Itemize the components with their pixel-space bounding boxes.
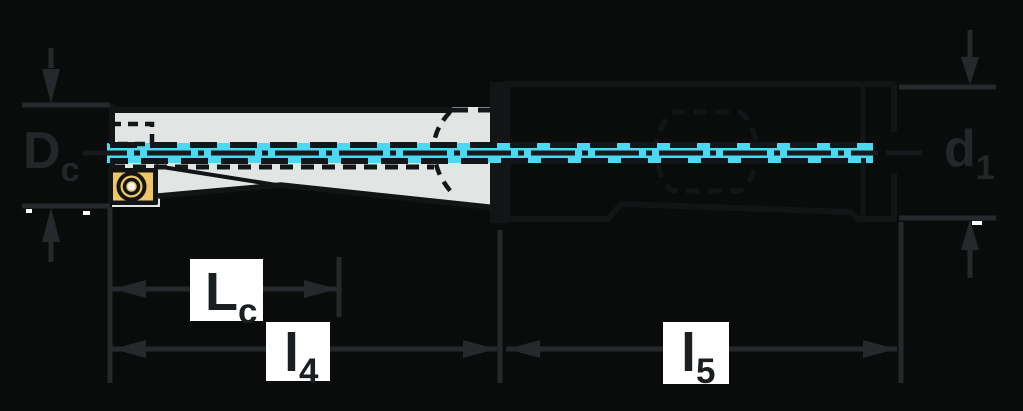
tick-mark [83, 211, 90, 215]
label-d1: d1 [944, 120, 995, 187]
label-lc: Lc [205, 262, 257, 331]
insert-screw-center-icon [127, 182, 136, 191]
dimension-d1: d1 [899, 30, 996, 278]
dimension-dc: Dc [22, 48, 110, 262]
dimension-l5: l5 [506, 222, 904, 391]
label-l4-sub: 4 [299, 352, 319, 391]
dc-bottom-arrow-icon [42, 208, 60, 242]
label-l5-sub: 5 [696, 352, 715, 391]
cutting-insert [108, 168, 158, 205]
l4-left-arrow-icon [113, 340, 146, 358]
l5-right-arrow-icon [863, 340, 896, 358]
label-l4-main: l [284, 323, 299, 383]
label-l5: l5 [681, 323, 715, 391]
tick-mark [972, 221, 982, 225]
shank-body [504, 81, 897, 222]
lc-left-arrow-icon [113, 280, 146, 298]
d1-top-arrow-icon [961, 57, 979, 85]
pocket-hidden-outline [108, 121, 155, 147]
l4-label-box [266, 322, 330, 381]
label-lc-sub: c [238, 292, 257, 331]
d1-bottom-arrow-icon [961, 220, 979, 250]
label-lc-main: L [205, 262, 238, 322]
insert-screw-inner-ring-icon [122, 177, 141, 196]
label-dc-sub: c [61, 151, 80, 189]
coolant-channel [83, 121, 922, 170]
label-d1-sub: 1 [976, 149, 995, 187]
lc-right-arrow-icon [304, 280, 337, 298]
insert-screw-outer-ring-icon [116, 171, 147, 202]
dimension-lc: Lc [107, 207, 342, 383]
l4-right-arrow-icon [463, 340, 496, 358]
label-l4: l4 [284, 323, 319, 391]
lc-label-box [190, 259, 263, 321]
label-d1-main: d [944, 120, 976, 178]
label-dc: Dc [23, 122, 79, 189]
tick-mark [26, 209, 32, 213]
label-l5-main: l [681, 323, 696, 383]
dc-top-arrow-icon [42, 69, 60, 103]
label-dc-main: D [23, 122, 61, 180]
l5-left-arrow-icon [507, 340, 540, 358]
l5-label-box [663, 322, 729, 384]
dimension-l4: l4 [112, 230, 503, 391]
